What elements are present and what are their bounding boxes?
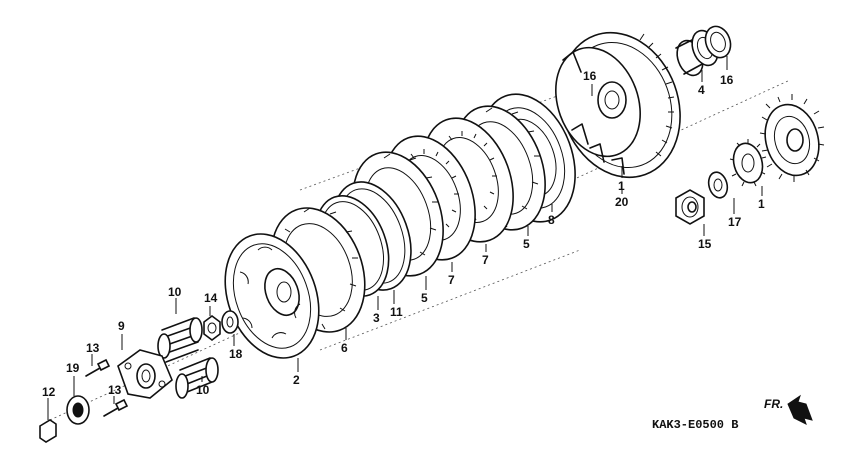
callout-lifter-plate: 9 [118,319,125,333]
callout-judder-spring: 11 [390,305,403,319]
callout-spring-top: 10 [168,285,182,299]
callout-friction-disc: 6 [341,341,348,355]
callout-housing-collar: 4 [698,83,705,97]
callout-housing-washer-right: 16 [720,73,734,87]
callout-bearing: 19 [66,361,80,375]
assembly-axis [49,79,791,421]
callout-outer-housing: 20 [615,195,629,209]
callout-plate-bottom: 7 [448,273,455,287]
callout-housing-washer-left: 16 [583,69,597,83]
hub-washer [221,310,239,334]
callout-lifter-piece: 12 [42,385,56,399]
guide-line-bottom [319,249,581,351]
callout-disc-b-top: 5 [523,237,530,251]
front-arrow [787,394,813,425]
lock-nut [675,189,705,225]
callout-plate-top: 7 [482,253,489,267]
clutch-spring-lower [175,357,219,399]
lifter-bolt-lower [103,398,129,417]
callout-primary-driven-gear: 1 [618,179,625,193]
clutch-lifter-plate [117,349,173,399]
diagram-code: KAK3-E0500 B [652,418,738,432]
callout-spring-bottom: 10 [196,383,210,397]
primary-drive-gear [729,139,767,187]
callout-center-hub: 2 [293,373,300,387]
callout-spring-seat: 3 [373,311,380,325]
lifter-piece [39,419,57,443]
gear-washer [707,171,729,199]
callout-gear-washer: 17 [728,215,742,229]
front-label: FR. [764,397,783,411]
callout-nut: 14 [204,291,218,305]
callout-bolt-top: 13 [86,341,100,355]
callout-disc-b-bottom: 5 [421,291,428,305]
housing-thrust-washer [704,25,732,59]
callout-lock-nut: 15 [698,237,712,251]
lifter-bearing [66,395,90,425]
callout-bolt-bottom: 13 [108,383,122,397]
primary-driven-gear [759,94,825,182]
hub-nut [203,315,221,341]
clutch-spring-upper [157,317,203,363]
lifter-bolt-upper [85,358,111,377]
leader-lines [47,56,763,420]
outer-clutch-housing [555,31,681,179]
clutch-center-hub [224,233,320,359]
callout-washer: 18 [229,347,243,361]
callout-disc-a: 8 [548,213,555,227]
callout-primary-gear: 1 [758,197,765,211]
